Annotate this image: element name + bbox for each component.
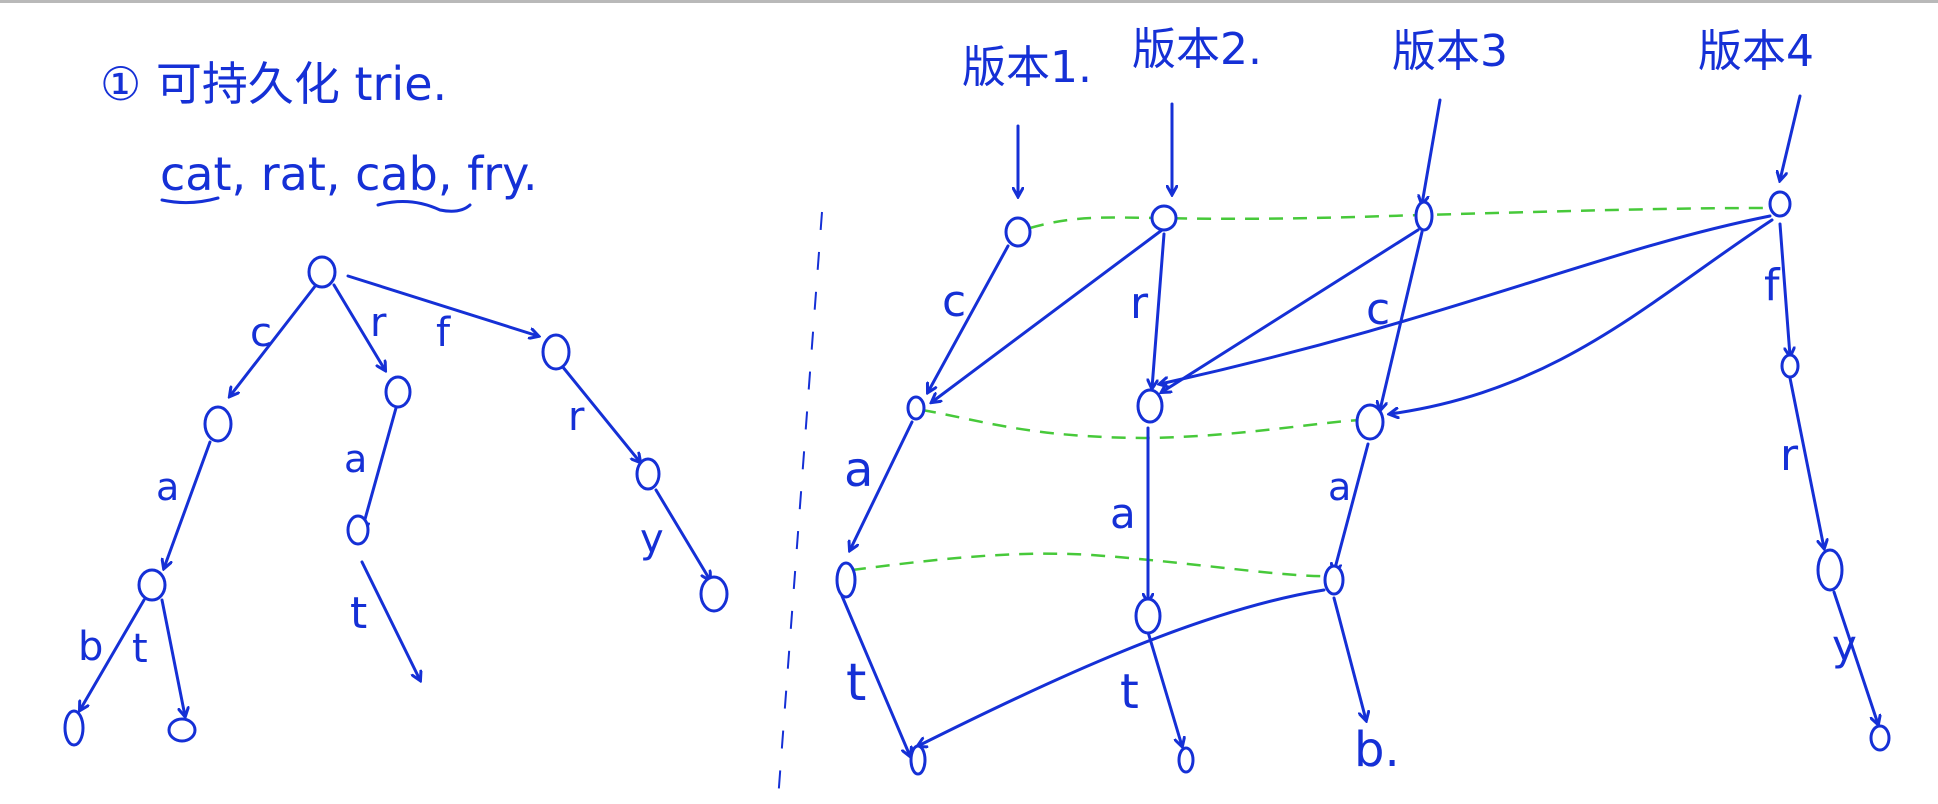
- shared-link-level3: [851, 552, 1331, 578]
- left-edge-f-r: [560, 364, 640, 462]
- dashed-divider: [777, 211, 823, 801]
- shared-link-roots: [1029, 206, 1771, 230]
- v1-label-c: c: [942, 276, 966, 327]
- left-node-ra: [346, 514, 370, 546]
- left-node-ca: [137, 568, 167, 602]
- v1-label-a: a: [844, 442, 873, 498]
- v2-ra-node: [1134, 597, 1162, 635]
- left-edge-root-r: [332, 283, 385, 370]
- v3-edge-b: [1332, 596, 1366, 720]
- v4-fry-node: [1869, 724, 1891, 752]
- left-edge-a2-t: [360, 560, 420, 680]
- v3-c-node: [1355, 403, 1385, 441]
- v4-fr-node: [1816, 548, 1844, 592]
- v1-label-t: t: [846, 653, 866, 713]
- v1-cat-node: [909, 744, 927, 776]
- left-label-ca: a: [156, 465, 179, 509]
- left-node-cat: [167, 717, 197, 743]
- persistent-trie: 版本1. 版本2. 版本3 版本4: [835, 24, 1891, 778]
- left-edge-r-a: [362, 406, 398, 530]
- left-node-fry: [699, 575, 729, 613]
- left-edge-a-t: [160, 598, 185, 716]
- v4-label-r: r: [1780, 430, 1799, 481]
- shared-link-level2: [921, 408, 1367, 440]
- version-pointer-4: [1780, 94, 1802, 180]
- v1-ca-node: [835, 561, 857, 599]
- v2-label-r: r: [1130, 278, 1149, 329]
- left-label-y: y: [640, 516, 664, 562]
- left-label-r: r: [370, 300, 387, 346]
- left-label-ra: a: [344, 437, 367, 481]
- version-pointer-3: [1422, 98, 1442, 204]
- left-label-c: c: [250, 310, 272, 356]
- v1-edge-c: [928, 244, 1010, 392]
- left-edge-r-y: [654, 488, 710, 580]
- underline-cat: [160, 196, 220, 205]
- version-label-3: 版本3: [1392, 26, 1508, 77]
- v4-label-y: y: [1832, 621, 1857, 670]
- left-label-t2: t: [350, 588, 367, 639]
- version-label-1: 版本1.: [962, 42, 1092, 93]
- left-label-t: t: [132, 626, 148, 672]
- left-node-fr: [635, 457, 661, 491]
- v2-label-a: a: [1110, 489, 1136, 538]
- left-label-f: f: [436, 310, 451, 356]
- left-label-fr: r: [568, 394, 585, 440]
- v3-edge-t: [918, 588, 1326, 746]
- left-node-cab: [63, 709, 85, 747]
- version-label-2: 版本2.: [1132, 24, 1262, 75]
- v1-edge-t: [840, 594, 910, 756]
- v1-root-node: [1004, 216, 1032, 248]
- left-trie: c r f a a r y b t t: [63, 255, 729, 747]
- underline-cab: [376, 200, 472, 213]
- left-edge-c-a: [164, 440, 212, 568]
- v1-c-node: [906, 395, 926, 421]
- left-node-root: [307, 255, 337, 289]
- v2-edge-c: [932, 228, 1164, 402]
- version-label-4: 版本4: [1698, 26, 1814, 77]
- v4-root-node: [1768, 190, 1792, 218]
- left-node-c: [203, 405, 233, 443]
- v2-r-node: [1136, 388, 1164, 424]
- v3-label-c: c: [1366, 284, 1390, 335]
- v2-root-node: [1150, 204, 1178, 232]
- v1-edge-a: [850, 420, 914, 550]
- v2-rat-node: [1177, 746, 1195, 774]
- v3-ca-node: [1323, 564, 1345, 596]
- left-node-r: [384, 375, 412, 409]
- words-text: cat, rat, cab, fry.: [160, 147, 537, 201]
- left-edge-root-f: [346, 274, 538, 336]
- v3-label-a: a: [1328, 465, 1351, 509]
- left-edge-a-b: [80, 598, 146, 710]
- left-node-f: [541, 333, 571, 371]
- v3-edge-a: [1334, 442, 1370, 572]
- left-edge-root-c: [230, 283, 318, 396]
- left-label-b: b: [78, 624, 103, 670]
- v4-label-f: f: [1764, 260, 1781, 311]
- v4-edge-c: [1390, 218, 1774, 414]
- v2-edge-r: [1152, 232, 1166, 388]
- v3-root-node: [1414, 200, 1434, 232]
- v2-edge-t: [1146, 630, 1182, 746]
- v4-edge-f: [1778, 222, 1790, 356]
- window-top-border: [0, 0, 1938, 3]
- v4-edge-r2: [1788, 376, 1824, 548]
- v2-label-t: t: [1120, 664, 1139, 720]
- v4-edge-y: [1832, 590, 1878, 724]
- v4-f-node: [1780, 353, 1800, 379]
- v4-edge-r: [1160, 214, 1772, 384]
- v3-edge-r: [1162, 228, 1420, 392]
- heading-text: ① 可持久化 trie.: [100, 57, 447, 111]
- v3-leaf-b: b.: [1354, 722, 1400, 778]
